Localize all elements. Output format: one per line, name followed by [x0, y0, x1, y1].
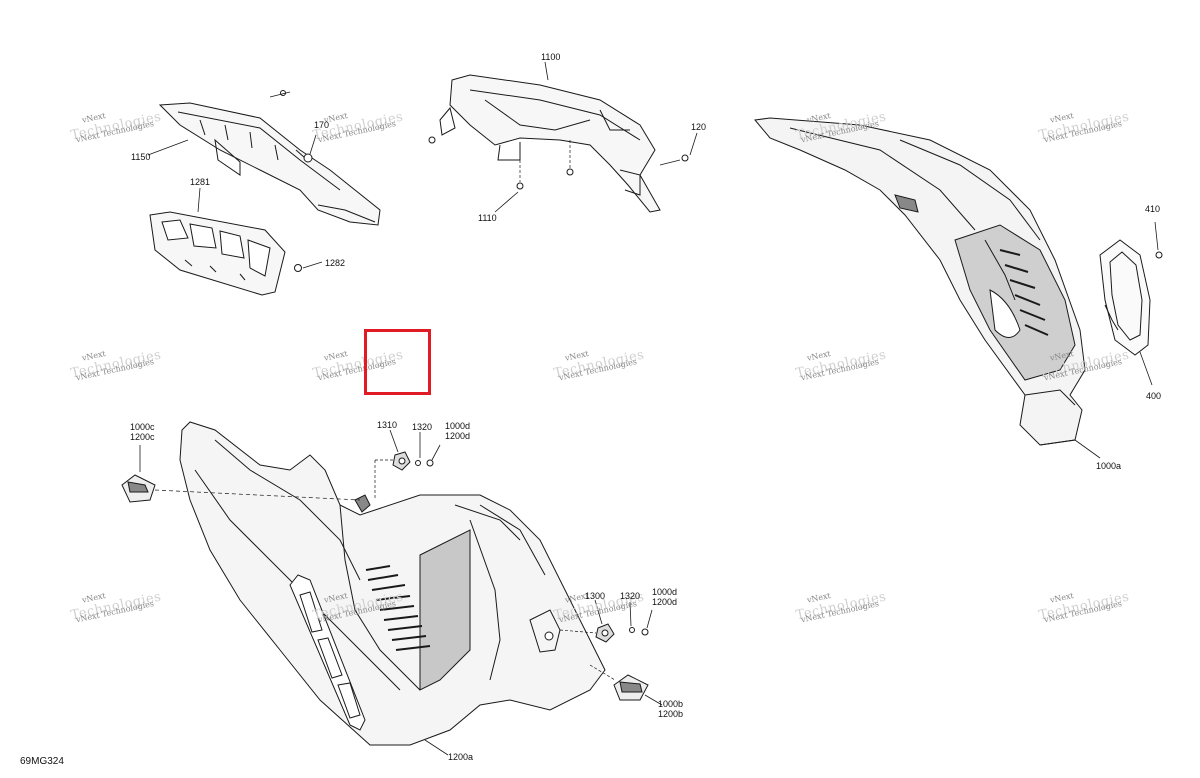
callout-1110[interactable]: 1110: [478, 213, 497, 223]
callout-1320-top[interactable]: 1320: [412, 422, 433, 432]
callout-1281[interactable]: 1281: [190, 177, 211, 187]
part-120-screw: [659, 132, 698, 166]
callout-1000a[interactable]: 1000a: [1096, 461, 1122, 471]
part-1000a-panel: [754, 117, 1101, 459]
callout-410[interactable]: 410: [1145, 204, 1161, 214]
part-410-screw: [1154, 221, 1163, 259]
callout-1000d-1200d-top[interactable]: 1000d 1200d: [445, 421, 470, 441]
part-1150-bracket: [158, 90, 381, 226]
part-1282-clip: [294, 261, 323, 272]
callout-1000c-1200c[interactable]: 1000c 1200c: [130, 422, 155, 442]
callout-1000d: 1000d: [445, 421, 471, 431]
part-1281-grille: [149, 187, 286, 296]
part-1310-grommet: [389, 429, 411, 471]
callout-400[interactable]: 400: [1146, 391, 1162, 401]
callout-1000b-1200b[interactable]: 1000b 1200b: [658, 699, 683, 719]
part-1000b-tab: [589, 664, 663, 706]
callout-1282[interactable]: 1282: [325, 258, 346, 268]
callout-1000b: 1000b: [658, 699, 684, 709]
callout-120[interactable]: 120: [691, 122, 707, 132]
part-1200a-panel: [179, 421, 606, 756]
part-170-bolt: [303, 134, 317, 163]
callout-1310[interactable]: 1310: [377, 420, 398, 430]
diagram-code: 69MG324: [20, 756, 64, 767]
highlight-box: [364, 329, 431, 395]
callout-1000d: 1000d: [652, 587, 678, 597]
callout-170[interactable]: 170: [314, 120, 330, 130]
part-1110-nut: [428, 136, 574, 213]
callout-1150[interactable]: 1150: [131, 152, 151, 162]
part-1320-screw-a: [374, 432, 441, 500]
part-400-trim: [1099, 239, 1153, 386]
callout-1200a[interactable]: 1200a: [448, 752, 474, 762]
callout-1100[interactable]: 1100: [541, 52, 561, 62]
callout-1200d: 1200d: [445, 431, 471, 441]
part-1000c-tab: [121, 445, 361, 503]
leader-1150: [147, 139, 189, 156]
part-1320-screw-b: [559, 601, 653, 636]
part-1100-bracket: [439, 61, 661, 213]
callout-1320-bottom[interactable]: 1320: [620, 591, 641, 601]
callout-1200c: 1200c: [130, 432, 155, 442]
callout-1000d-1200d-bottom[interactable]: 1000d 1200d: [652, 587, 677, 607]
callout-1300[interactable]: 1300: [585, 591, 606, 601]
part-1300-grommet: [594, 599, 615, 643]
callout-1200d: 1200d: [652, 597, 678, 607]
callout-1200b: 1200b: [658, 709, 684, 719]
callout-1000c: 1000c: [130, 422, 155, 432]
